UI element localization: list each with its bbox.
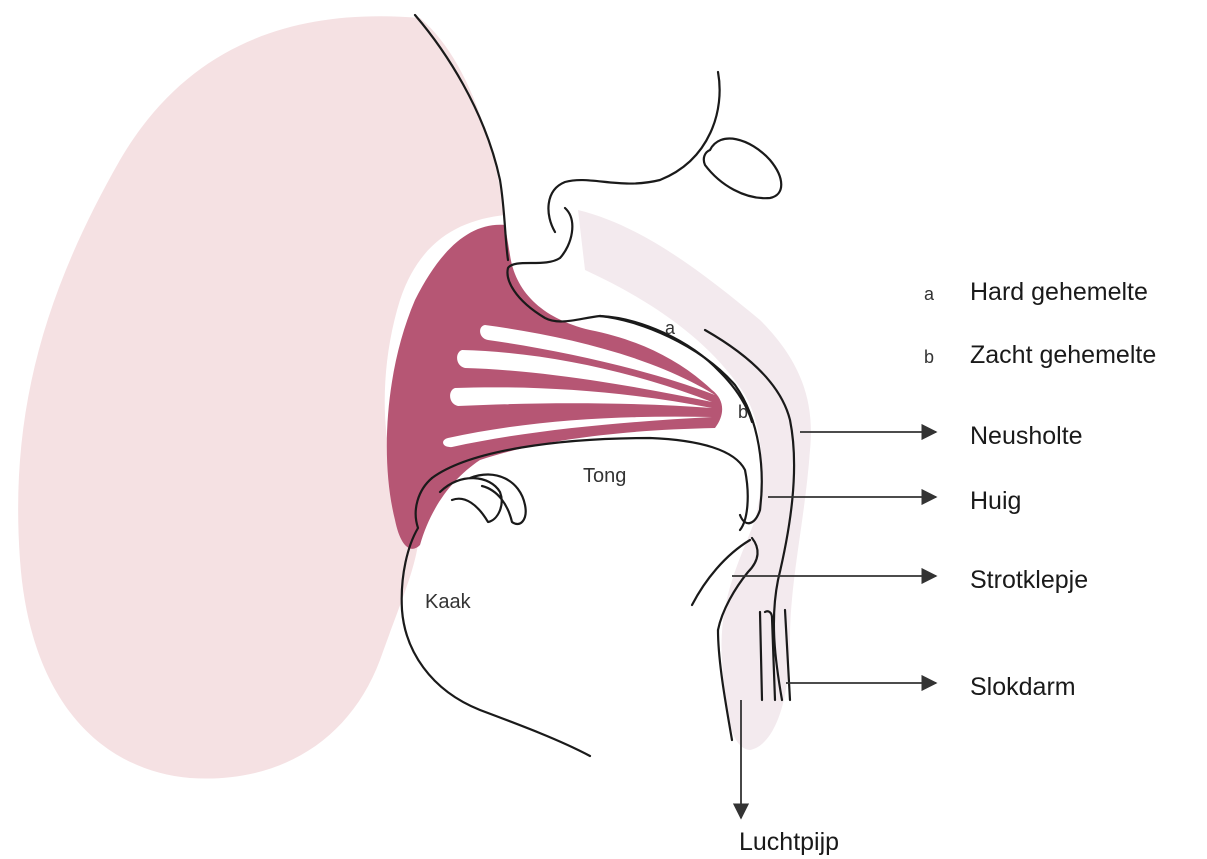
legend-letter-b: b (924, 347, 934, 367)
legend-soft-palate: Zacht gehemelte (970, 341, 1156, 369)
marker-b: b (738, 402, 748, 422)
jaw-label: Kaak (425, 591, 472, 613)
legend-letter-a: a (924, 284, 935, 304)
label-luchtpijp: Luchtpijp (739, 828, 839, 856)
tongue-label: Tong (583, 465, 626, 487)
label-neusholte: Neusholte (970, 422, 1083, 450)
legend-hard-palate: Hard gehemelte (970, 278, 1148, 306)
label-strotklepje: Strotklepje (970, 566, 1088, 594)
label-huig: Huig (970, 487, 1021, 515)
jaw-outline (402, 478, 590, 756)
marker-a: a (665, 318, 676, 338)
nostril-outline (704, 139, 781, 199)
nose-outline (548, 72, 719, 232)
label-slokdarm: Slokdarm (970, 673, 1076, 701)
teeth-outline (440, 474, 526, 524)
